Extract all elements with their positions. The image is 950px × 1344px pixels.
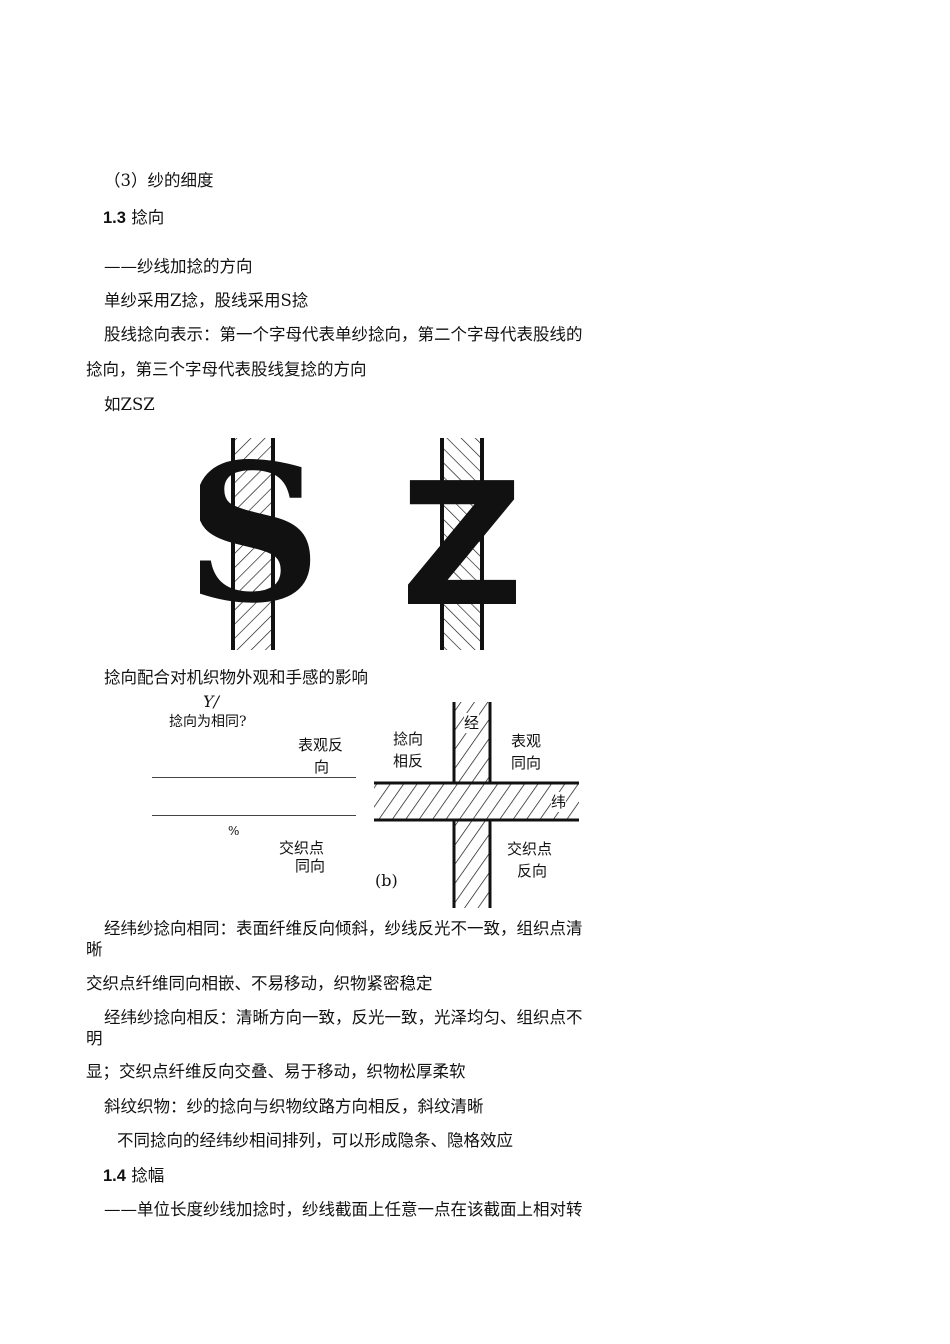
single-ply-twist-rule: 单纱采用Z捻，股线采用S捻 <box>104 291 309 310</box>
effect-heading: 捻向配合对机织物外观和手感的影响 <box>104 668 368 687</box>
right-surface-label-1: 表观 <box>511 732 542 750</box>
left-surface-label-2: 向 <box>314 758 330 776</box>
percent-mark: % <box>228 824 240 838</box>
figure-caption-b: (b) <box>375 871 398 890</box>
same-twist-line-1: 经纬纱捻向相同：表面纤维反向倾斜，纱线反光不一致，组织点清 <box>104 919 583 938</box>
yi-mark: Y/ <box>203 692 219 711</box>
section-heading-1-4: 1.4 捻幅 <box>103 1166 164 1186</box>
opposite-twist-line-1: 经纬纱捻向相反：清晰方向一致，反光一致，光泽均匀、组织点不 <box>104 1008 583 1027</box>
twist-amplitude-definition: ——单位长度纱线加捻时，纱线截面上任意一点在该截面上相对转 <box>104 1200 583 1219</box>
warp-label: 经 <box>464 713 480 733</box>
weft-yarn <box>374 783 579 820</box>
opposite-twist-line-2: 明 <box>86 1029 103 1048</box>
ply-notation-line-2: 捻向，第三个字母代表股线复捻的方向 <box>86 360 367 379</box>
twill-fabric-note: 斜纹织物：纱的捻向与织物纹路方向相反，斜纹清晰 <box>104 1097 484 1116</box>
right-crossing-label-1: 交织点 <box>507 840 553 858</box>
same-twist-line-3: 交织点纤维同向相嵌、不易移动，织物紧密稳定 <box>86 974 433 993</box>
left-crossing-label-2: 同向 <box>295 857 326 875</box>
right-crossing-label-2: 反向 <box>517 862 548 880</box>
section-number: 1.4 <box>103 1167 126 1185</box>
s-z-twist-figure: S Z <box>200 432 520 650</box>
warp-weft-cross-diagram <box>374 702 579 908</box>
yarn-fineness-item: （3）纱的细度 <box>104 171 214 190</box>
left-divider-bottom <box>152 815 356 816</box>
left-crossing-label-1: 交织点 <box>279 839 325 857</box>
z-twist-letter: Z <box>400 447 520 645</box>
weft-label: 纬 <box>551 792 567 812</box>
twist-direction-definition: ——纱线加捻的方向 <box>104 257 253 276</box>
section-title: 捻向 <box>131 208 165 227</box>
right-twist-label-1: 捻向 <box>393 730 424 748</box>
same-twist-line-2: 晰 <box>86 940 103 959</box>
s-twist-yarn: S <box>200 432 322 650</box>
notation-example: 如ZSZ <box>104 395 155 414</box>
hidden-stripe-note: 不同捻向的经纬纱相间排列，可以形成隐条、隐格效应 <box>117 1131 513 1150</box>
z-twist-yarn: Z <box>400 438 520 650</box>
ply-notation-line-1: 股线捻向表示：第一个字母代表单纱捻向，第二个字母代表股线的 <box>104 325 583 344</box>
twist-same-question: 捻向为相同? <box>169 714 247 730</box>
left-surface-label-1: 表观反 <box>298 736 344 754</box>
left-divider-top <box>152 777 356 778</box>
section-number: 1.3 <box>103 209 126 227</box>
opposite-twist-line-3: 显；交织点纤维反向交叠、易于移动，织物松厚柔软 <box>86 1062 466 1081</box>
right-surface-label-2: 同向 <box>511 754 542 772</box>
section-title: 捻幅 <box>131 1166 165 1185</box>
right-twist-label-2: 相反 <box>393 752 424 770</box>
s-twist-letter: S <box>200 432 322 645</box>
section-heading-1-3: 1.3 捻向 <box>103 208 164 228</box>
